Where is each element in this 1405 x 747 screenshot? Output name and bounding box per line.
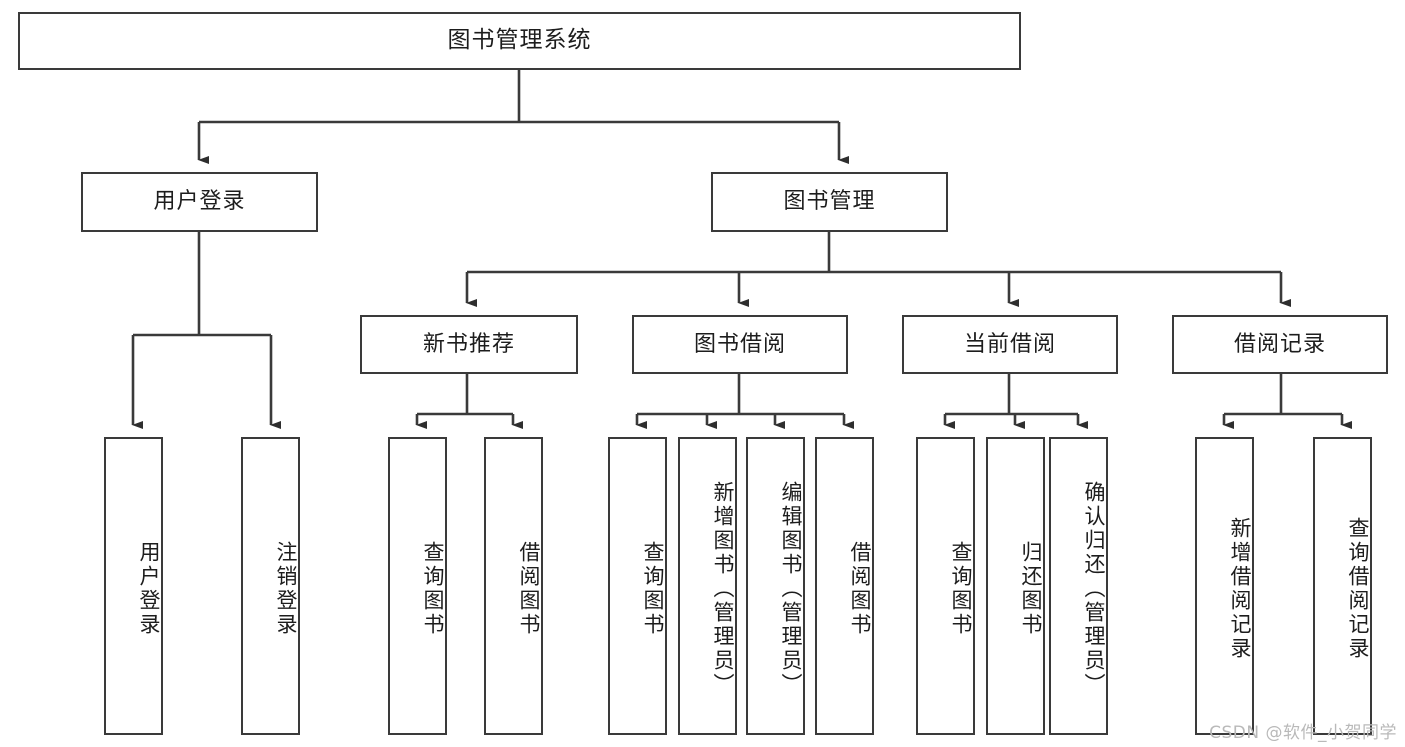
node-book-management-label: 图书管理 <box>783 189 876 215</box>
leaf-user-login-label: 用户登录 <box>137 541 161 637</box>
leaf-query-book-newbook[interactable]: 查询图书 <box>388 437 447 735</box>
node-root[interactable]: 图书管理系统 <box>18 12 1021 70</box>
leaf-query-book-current[interactable]: 查询图书 <box>916 437 975 735</box>
node-current-borrow[interactable]: 当前借阅 <box>902 315 1118 374</box>
watermark: CSDN @软件_小贺同学 <box>1209 723 1397 743</box>
node-user-login-label: 用户登录 <box>153 189 246 215</box>
leaf-user-login[interactable]: 用户登录 <box>104 437 163 735</box>
leaf-add-book-admin[interactable]: 新增图书（管理员） <box>678 437 737 735</box>
node-root-label: 图书管理系统 <box>447 27 592 54</box>
leaf-return-book[interactable]: 归还图书 <box>986 437 1045 735</box>
leaf-borrow-book[interactable]: 借阅图书 <box>815 437 874 735</box>
leaf-borrow-book-newbook[interactable]: 借阅图书 <box>484 437 543 735</box>
leaf-confirm-return-admin[interactable]: 确认归还（管理员） <box>1049 437 1108 735</box>
node-current-borrow-label: 当前借阅 <box>963 331 1056 357</box>
leaf-add-borrow-record-label: 新增借阅记录 <box>1228 517 1252 661</box>
leaf-return-book-label: 归还图书 <box>1019 541 1043 637</box>
node-user-login[interactable]: 用户登录 <box>81 172 318 232</box>
leaf-edit-book-admin-label: 编辑图书（管理员） <box>779 481 803 697</box>
leaf-query-borrow-record-label: 查询借阅记录 <box>1346 517 1370 661</box>
leaf-logout-label: 注销登录 <box>274 541 298 637</box>
node-borrow-record[interactable]: 借阅记录 <box>1172 315 1388 374</box>
node-borrow-record-label: 借阅记录 <box>1233 331 1326 357</box>
node-new-book-recommend[interactable]: 新书推荐 <box>360 315 578 374</box>
leaf-query-borrow-record[interactable]: 查询借阅记录 <box>1313 437 1372 735</box>
leaf-borrow-book-label: 借阅图书 <box>848 541 872 637</box>
leaf-query-book-current-label: 查询图书 <box>949 541 973 637</box>
node-book-borrow[interactable]: 图书借阅 <box>632 315 848 374</box>
leaf-logout[interactable]: 注销登录 <box>241 437 300 735</box>
leaf-confirm-return-admin-label: 确认归还（管理员） <box>1082 481 1106 697</box>
node-book-borrow-label: 图书借阅 <box>693 331 786 357</box>
leaf-borrow-book-newbook-label: 借阅图书 <box>517 541 541 637</box>
node-book-management[interactable]: 图书管理 <box>711 172 948 232</box>
leaf-query-book-borrow[interactable]: 查询图书 <box>608 437 667 735</box>
leaf-edit-book-admin[interactable]: 编辑图书（管理员） <box>746 437 805 735</box>
leaf-add-book-admin-label: 新增图书（管理员） <box>711 481 735 697</box>
node-new-book-recommend-label: 新书推荐 <box>422 331 515 357</box>
leaf-query-book-newbook-label: 查询图书 <box>421 541 445 637</box>
leaf-query-book-borrow-label: 查询图书 <box>641 541 665 637</box>
leaf-add-borrow-record[interactable]: 新增借阅记录 <box>1195 437 1254 735</box>
